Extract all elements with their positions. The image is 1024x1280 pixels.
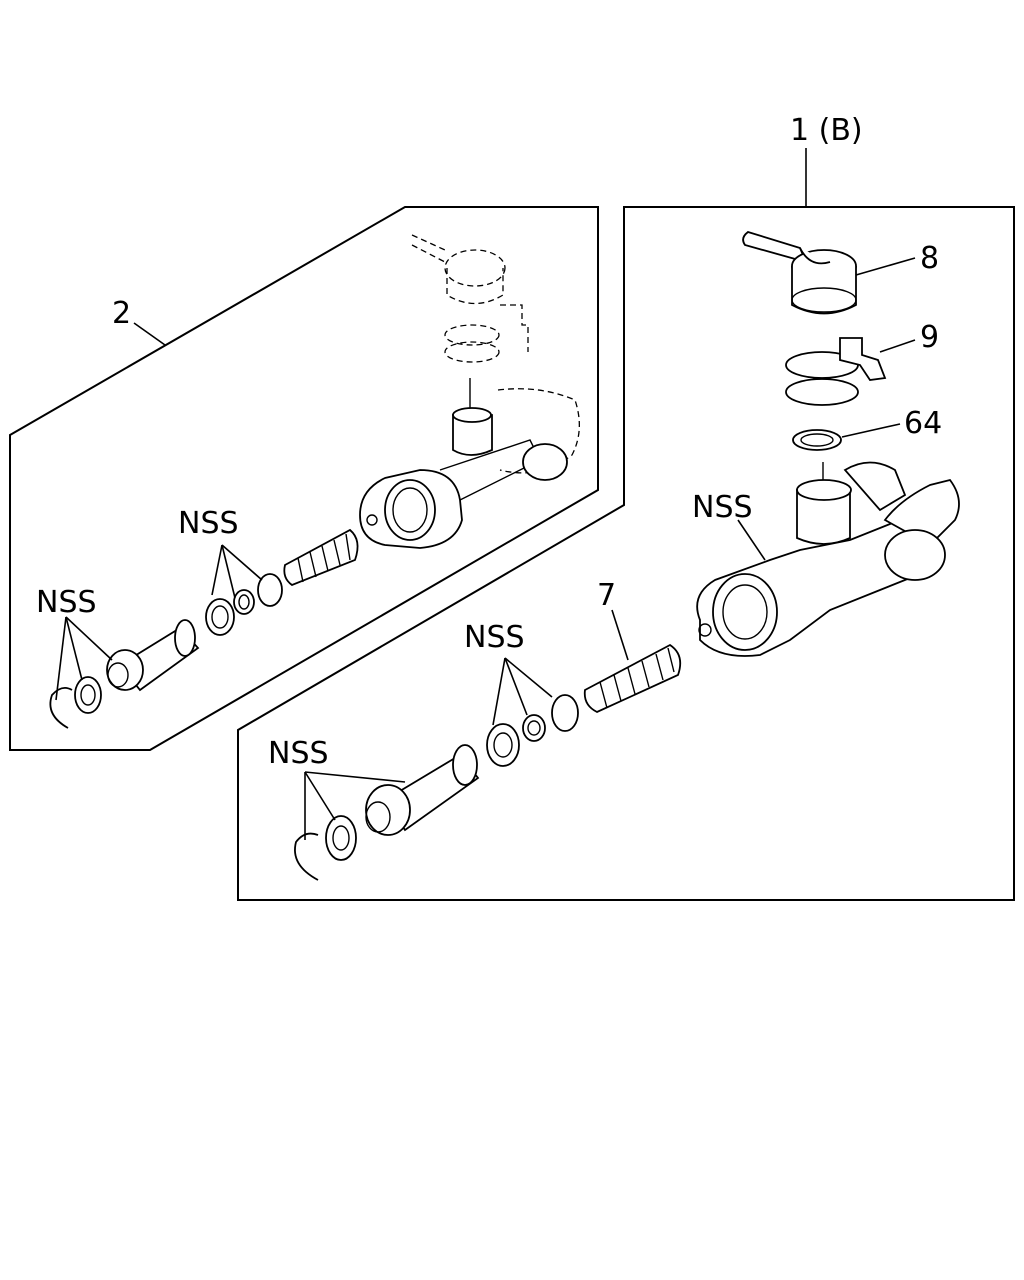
- leader-8: [855, 257, 916, 276]
- leader-2: [133, 322, 166, 346]
- leader-nss-ru-1: [492, 657, 506, 726]
- label-64: 64: [904, 406, 942, 441]
- leader-nss-ll-2: [65, 616, 83, 681]
- leader-nss-lu-2: [221, 544, 236, 599]
- leader-9: [879, 339, 916, 353]
- assembly-1b-panel: 1 (B) 8 9 64 7 NSS NSS NSS: [237, 113, 1015, 901]
- label-nss-right-body: NSS: [692, 490, 753, 525]
- seal-set-right-upper: [486, 694, 579, 767]
- reservoir-cap-8: [742, 231, 857, 315]
- spring-7: [583, 643, 682, 713]
- panel-2-border: [9, 206, 599, 751]
- label-1b: 1 (B): [790, 113, 863, 148]
- label-nss-right-lower: NSS: [268, 736, 329, 771]
- assembly-2-panel: 2 NSS NSS: [9, 206, 599, 751]
- master-cylinder-body-left: [359, 378, 568, 549]
- leader-nss-ll-3: [65, 616, 113, 661]
- leader-nss-ru-3: [504, 657, 553, 698]
- panel-1b-border: [237, 206, 1015, 901]
- label-7: 7: [597, 578, 616, 613]
- label-nss-right-upper: NSS: [464, 620, 525, 655]
- leader-nss-body: [737, 519, 766, 561]
- leader-nss-ll-1: [55, 616, 67, 701]
- leader-nss-lu-1: [211, 544, 223, 596]
- spring-left: [283, 528, 359, 587]
- clamp-ring-9: [785, 337, 887, 406]
- label-2: 2: [112, 296, 131, 331]
- piston-left: [49, 619, 200, 729]
- piston-right: [294, 744, 480, 881]
- leader-64: [841, 423, 901, 438]
- label-nss-left-lower: NSS: [36, 585, 97, 620]
- leader-nss-ru-2: [504, 657, 528, 716]
- reservoir-dashed: [411, 234, 580, 474]
- leader-nss-rl-3: [304, 771, 406, 783]
- label-9: 9: [920, 320, 939, 355]
- seal-set-left-upper: [205, 573, 283, 636]
- label-nss-left-upper: NSS: [178, 506, 239, 541]
- master-cylinder-body-right: [696, 461, 960, 657]
- leader-nss-lu-3: [221, 544, 263, 581]
- label-8: 8: [920, 241, 939, 276]
- o-ring-64: [792, 429, 842, 451]
- leader-7: [611, 609, 629, 661]
- leader-nss-rl-2: [304, 771, 336, 821]
